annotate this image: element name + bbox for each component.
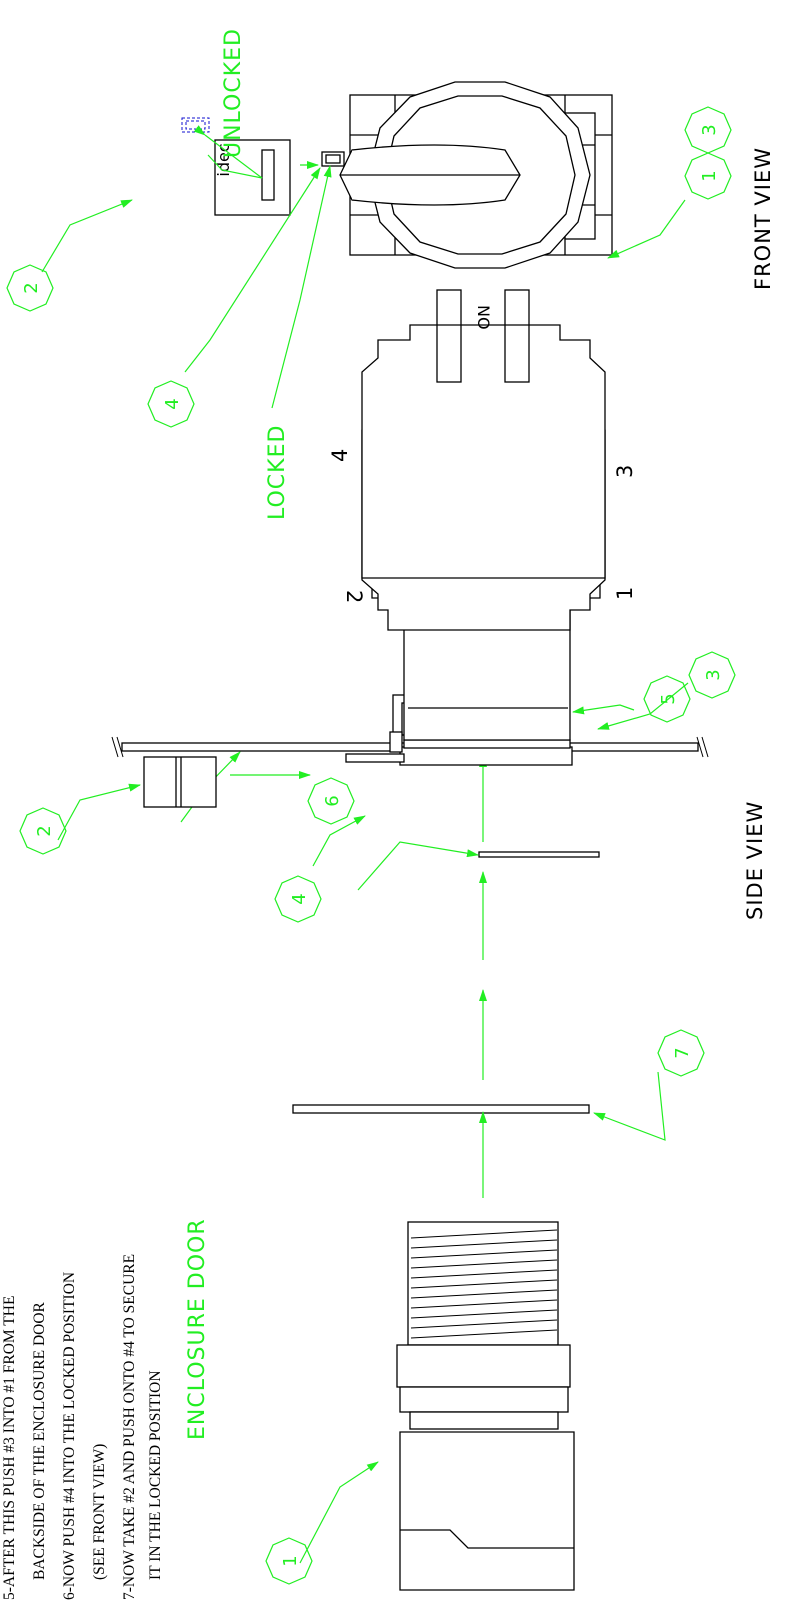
svg-text:1: 1 xyxy=(699,170,720,181)
callout-6: 6 xyxy=(307,777,355,825)
instruction-line-7a: 7-NOW TAKE #2 AND PUSH ONTO #4 TO SECURE xyxy=(121,1254,138,1600)
terminal-4: 4 xyxy=(328,448,352,462)
svg-text:1: 1 xyxy=(280,1555,301,1566)
callout-3-leader xyxy=(597,682,689,730)
instruction-line-6a: 6-NOW PUSH #4 INTO THE LOCKED POSITION xyxy=(61,1272,78,1600)
front-view-label: FRONT VIEW xyxy=(751,147,775,290)
callout-4-front: 4 xyxy=(147,380,195,428)
callout-2-front: 2 xyxy=(6,264,54,312)
contact-block-no: NO xyxy=(361,289,606,579)
unlocked-leader xyxy=(207,154,263,179)
unlocked-position-hidden xyxy=(181,117,210,133)
svg-text:3: 3 xyxy=(703,669,724,680)
terminal-3: 3 xyxy=(613,464,637,478)
callout-7: 7 xyxy=(657,1029,705,1077)
callout-2: 2 xyxy=(19,807,67,855)
callout-1-front-leader xyxy=(607,199,686,259)
callout-4-front-leader xyxy=(184,167,321,373)
callout-6-leader xyxy=(357,841,479,891)
svg-text:7: 7 xyxy=(672,1047,693,1058)
callout-4-leader xyxy=(312,815,366,867)
enclosure-door-label: ENCLOSURE DOOR xyxy=(185,1218,210,1440)
unlocked-label: UNLOCKED xyxy=(221,28,246,158)
callout-7-leader xyxy=(593,1071,666,1141)
front-view-tab-part-4 xyxy=(321,151,345,167)
instruction-line-5a: 5-AFTER THIS PUSH #3 INTO #1 FROM THE xyxy=(1,1296,18,1600)
instruction-line-7b: IT IN THE LOCKED POSITION xyxy=(147,1370,164,1580)
svg-text:6: 6 xyxy=(322,795,343,806)
callout-1-leader xyxy=(299,1461,379,1564)
callout-4: 4 xyxy=(274,875,322,923)
svg-text:NO: NO xyxy=(474,305,493,330)
callout-2-front-leader xyxy=(41,199,133,273)
callout-3: 3 xyxy=(688,651,736,699)
side-view-label: SIDE VIEW xyxy=(743,801,767,920)
instructions-block: 5-AFTER THIS PUSH #3 INTO #1 FROM THE BA… xyxy=(1,1254,164,1600)
svg-text:3: 3 xyxy=(699,124,720,135)
locked-leader xyxy=(271,165,332,409)
lock-part-2-side xyxy=(143,756,217,808)
gasket-part-7 xyxy=(292,1104,590,1114)
callout-5-leader xyxy=(572,704,635,715)
svg-text:2: 2 xyxy=(21,282,42,293)
svg-text:idec: idec xyxy=(214,143,233,176)
callout-1: 1 xyxy=(265,1537,313,1585)
callout-5: 5 xyxy=(643,675,691,723)
front-view-operator xyxy=(339,81,613,269)
callout-3-front: 3 xyxy=(684,106,732,154)
svg-text:2: 2 xyxy=(34,825,55,836)
instruction-line-5b: BACKSIDE OF THE ENCLOSURE DOOR xyxy=(31,1301,48,1580)
locked-label: LOCKED xyxy=(265,425,290,520)
washer-part-6 xyxy=(478,851,600,858)
terminal-2: 2 xyxy=(342,590,366,604)
operator-housing-part-1 xyxy=(396,1221,575,1591)
svg-text:4: 4 xyxy=(289,893,310,904)
callout-1-front: 1 xyxy=(684,152,732,200)
svg-text:4: 4 xyxy=(162,398,183,409)
instruction-line-6b: (SEE FRONT VIEW) xyxy=(91,1444,108,1580)
callout-2-leader xyxy=(57,783,141,841)
terminal-1: 1 xyxy=(613,586,637,600)
